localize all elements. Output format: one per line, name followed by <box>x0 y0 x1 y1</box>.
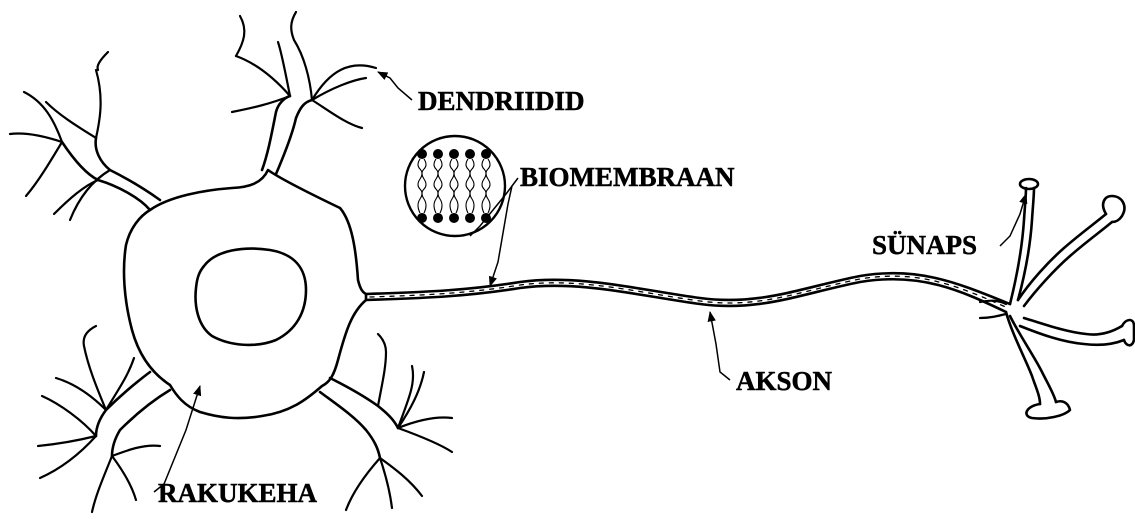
nucleus <box>196 249 306 345</box>
axon-terminal <box>980 179 1134 419</box>
membrane-label: BIOMEMBRAAN <box>520 162 735 192</box>
cell-body <box>124 170 366 418</box>
dendrites-leader <box>378 72 412 100</box>
dendrite-upper-left <box>10 52 160 220</box>
axon-label: AKSON <box>736 366 833 396</box>
synapse-label: SÜNAPS <box>872 230 977 260</box>
dendrite-top <box>232 12 376 174</box>
cell-body-label: RAKUKEHA <box>158 478 318 508</box>
dendrite-lower-left <box>38 326 170 512</box>
axon-leader <box>710 312 730 380</box>
biomembrane-magnified-view <box>405 136 505 236</box>
cell-body-leader <box>154 386 200 492</box>
dendrite-lower-right <box>320 334 452 510</box>
dendrites-label: DENDRIIDID <box>418 86 585 116</box>
axon <box>366 273 1010 312</box>
